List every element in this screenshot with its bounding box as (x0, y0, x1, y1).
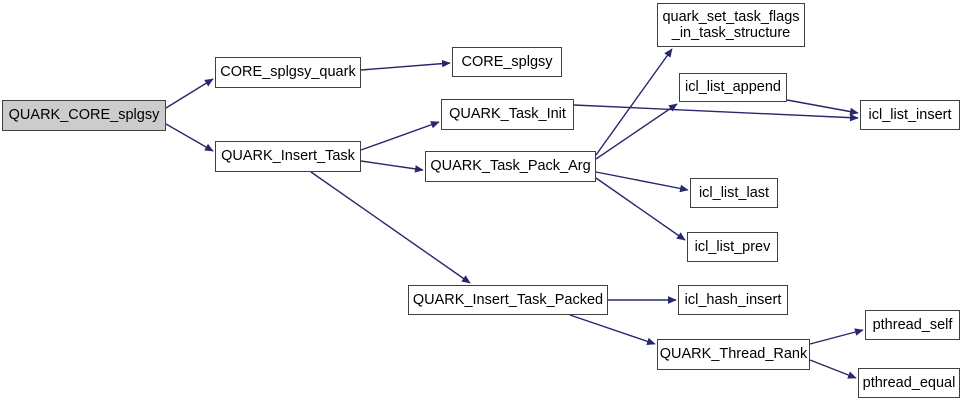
graph-node-icl_hash_insert[interactable]: icl_hash_insert (678, 285, 788, 315)
graph-node-icl_list_append[interactable]: icl_list_append (679, 73, 787, 102)
graph-node-label: QUARK_Task_Init (449, 106, 566, 123)
graph-node-pthread_self[interactable]: pthread_self (865, 310, 960, 340)
call-edge-quark_thread_rank-to-pthread_equal (809, 359, 857, 379)
graph-node-label: QUARK_Insert_Task_Packed (412, 291, 604, 308)
graph-node-label: icl_hash_insert (684, 291, 782, 308)
graph-node-quark_thread_rank[interactable]: QUARK_Thread_Rank (657, 339, 810, 370)
graph-node-quark_task_pack_arg[interactable]: QUARK_Task_Pack_Arg (425, 151, 596, 182)
graph-node-quark_insert_task_packed[interactable]: QUARK_Insert_Task_Packed (408, 285, 608, 315)
call-edge-core_splgsy_quark-to-core_splgsy (360, 59, 451, 71)
call-edge-quark_task_init-to-icl_list_insert (573, 104, 859, 122)
call-edge-icl_list_append-to-icl_list_insert (786, 99, 859, 116)
graph-node-quark_task_init[interactable]: QUARK_Task_Init (441, 99, 574, 130)
graph-node-label: QUARK_Thread_Rank (659, 346, 808, 363)
graph-node-quark_insert_task[interactable]: QUARK_Insert_Task (215, 141, 361, 172)
graph-node-icl_list_prev[interactable]: icl_list_prev (687, 232, 778, 262)
call-edge-quark_insert_task-to-quark_insert_task_packed (310, 171, 471, 284)
call-edge-quark_insert_task-to-quark_task_init (360, 121, 440, 151)
graph-node-icl_list_insert[interactable]: icl_list_insert (860, 100, 960, 130)
graph-node-core_splgsy_quark[interactable]: CORE_splgsy_quark (215, 57, 361, 88)
graph-node-label: pthread_equal (862, 374, 956, 391)
graph-node-icl_list_last[interactable]: icl_list_last (690, 178, 778, 208)
graph-node-label: icl_list_insert (868, 106, 952, 123)
graph-node-label: icl_list_last (698, 184, 770, 201)
graph-node-quark_core_splgsy[interactable]: QUARK_CORE_splgsy (2, 100, 166, 131)
graph-node-label: CORE_splgsy (461, 53, 553, 70)
graph-node-label: quark_set_task_flags _in_task_structure (662, 8, 800, 41)
graph-node-label: pthread_self (872, 316, 953, 333)
call-edge-quark_task_pack_arg-to-icl_list_append (595, 103, 678, 160)
call-edge-quark_insert_task_packed-to-quark_thread_rank (569, 314, 656, 346)
graph-node-label: CORE_splgsy_quark (220, 64, 356, 81)
call-edge-quark_task_pack_arg-to-quark_set_task_flags (595, 48, 673, 156)
graph-node-label: icl_list_prev (694, 238, 771, 255)
graph-node-core_splgsy[interactable]: CORE_splgsy (452, 47, 562, 77)
call-edge-quark_task_pack_arg-to-icl_list_prev (595, 177, 686, 241)
graph-node-pthread_equal[interactable]: pthread_equal (858, 368, 960, 398)
call-edge-quark_insert_task-to-quark_task_pack_arg (360, 160, 424, 173)
graph-node-label: QUARK_CORE_splgsy (8, 107, 160, 124)
graph-node-quark_set_task_flags[interactable]: quark_set_task_flags _in_task_structure (657, 3, 805, 47)
call-edge-quark_core_splgsy-to-quark_insert_task (165, 123, 214, 152)
graph-node-label: QUARK_Insert_Task (221, 148, 355, 165)
call-edge-quark_task_pack_arg-to-icl_list_last (595, 171, 689, 193)
call-edge-quark_thread_rank-to-pthread_self (809, 328, 864, 345)
graph-node-label: QUARK_Task_Pack_Arg (430, 158, 591, 175)
call-edge-quark_core_splgsy-to-core_splgsy_quark (165, 78, 214, 109)
graph-node-label: icl_list_append (685, 79, 781, 96)
